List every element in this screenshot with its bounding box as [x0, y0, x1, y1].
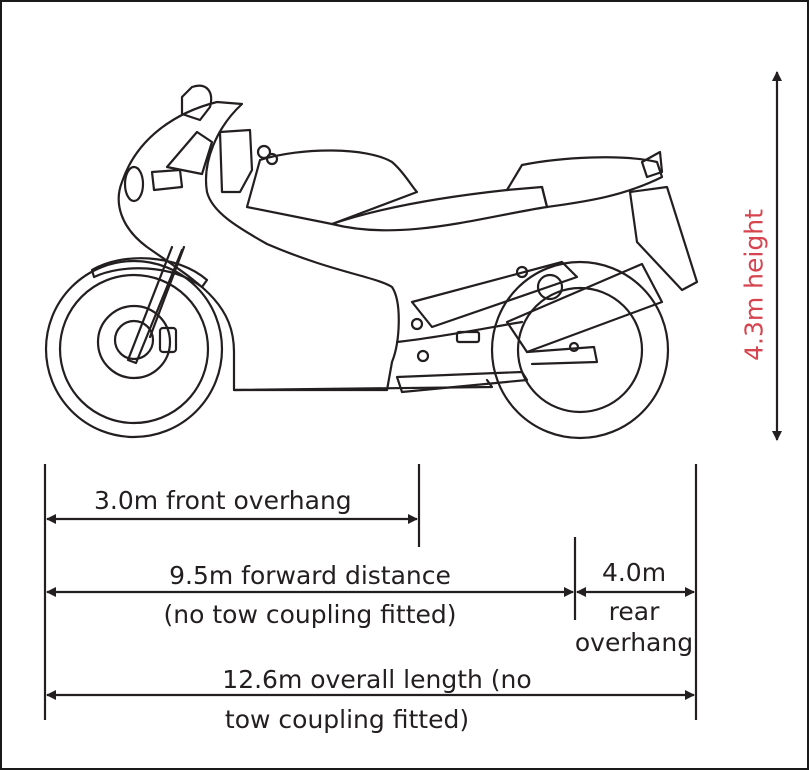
overall-length-label-line1: 12.6m overall length (no	[222, 665, 532, 694]
rear-overhang-label-line1: 4.0m	[601, 558, 667, 587]
front-fender	[90, 257, 209, 289]
extension-lines	[43, 464, 698, 720]
front-overhang-label: 3.0m front overhang	[94, 486, 352, 515]
tail	[505, 156, 664, 209]
rear-wheel	[490, 260, 670, 440]
forward-distance-label-line1: 9.5m forward distance	[169, 561, 451, 590]
fuel-tank	[245, 149, 419, 226]
windshield	[180, 84, 213, 122]
rear-overhang-label-line2: rear	[608, 597, 660, 626]
forward-distance-label-line2: (no tow coupling fitted)	[163, 600, 457, 629]
exhaust	[505, 262, 664, 354]
height-label: 4.3m height	[739, 209, 769, 361]
overall-length-label-line2: tow coupling fitted)	[224, 705, 470, 734]
swingarm	[410, 260, 579, 329]
front-wheel	[44, 259, 224, 439]
turn-signal-front	[150, 168, 184, 192]
rear-overhang-label-line3: overhang	[574, 628, 694, 657]
front-fork	[126, 245, 186, 365]
seat	[330, 185, 549, 232]
headlight	[123, 165, 145, 203]
